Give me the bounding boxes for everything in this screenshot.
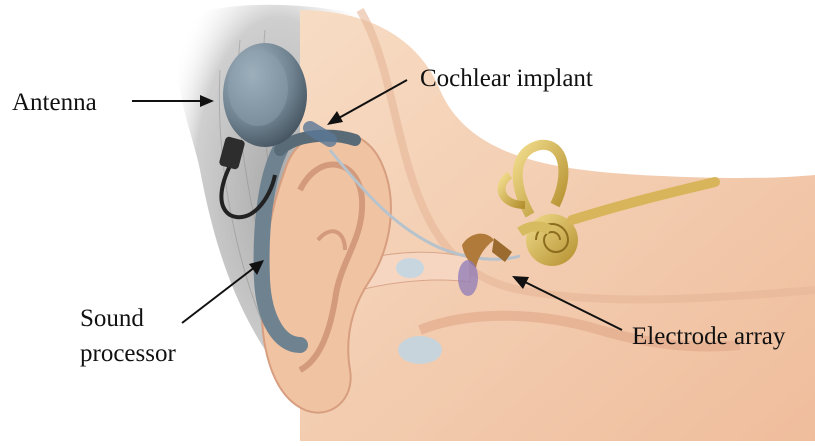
arrow-antenna [132,95,214,107]
label-sound-processor-line1: Sound [80,304,144,334]
label-antenna: Antenna [12,88,97,118]
label-electrode-array: Electrode array [632,322,785,352]
label-cochlear-implant: Cochlear implant [420,64,593,94]
label-sound-processor-line2: processor [80,339,176,369]
